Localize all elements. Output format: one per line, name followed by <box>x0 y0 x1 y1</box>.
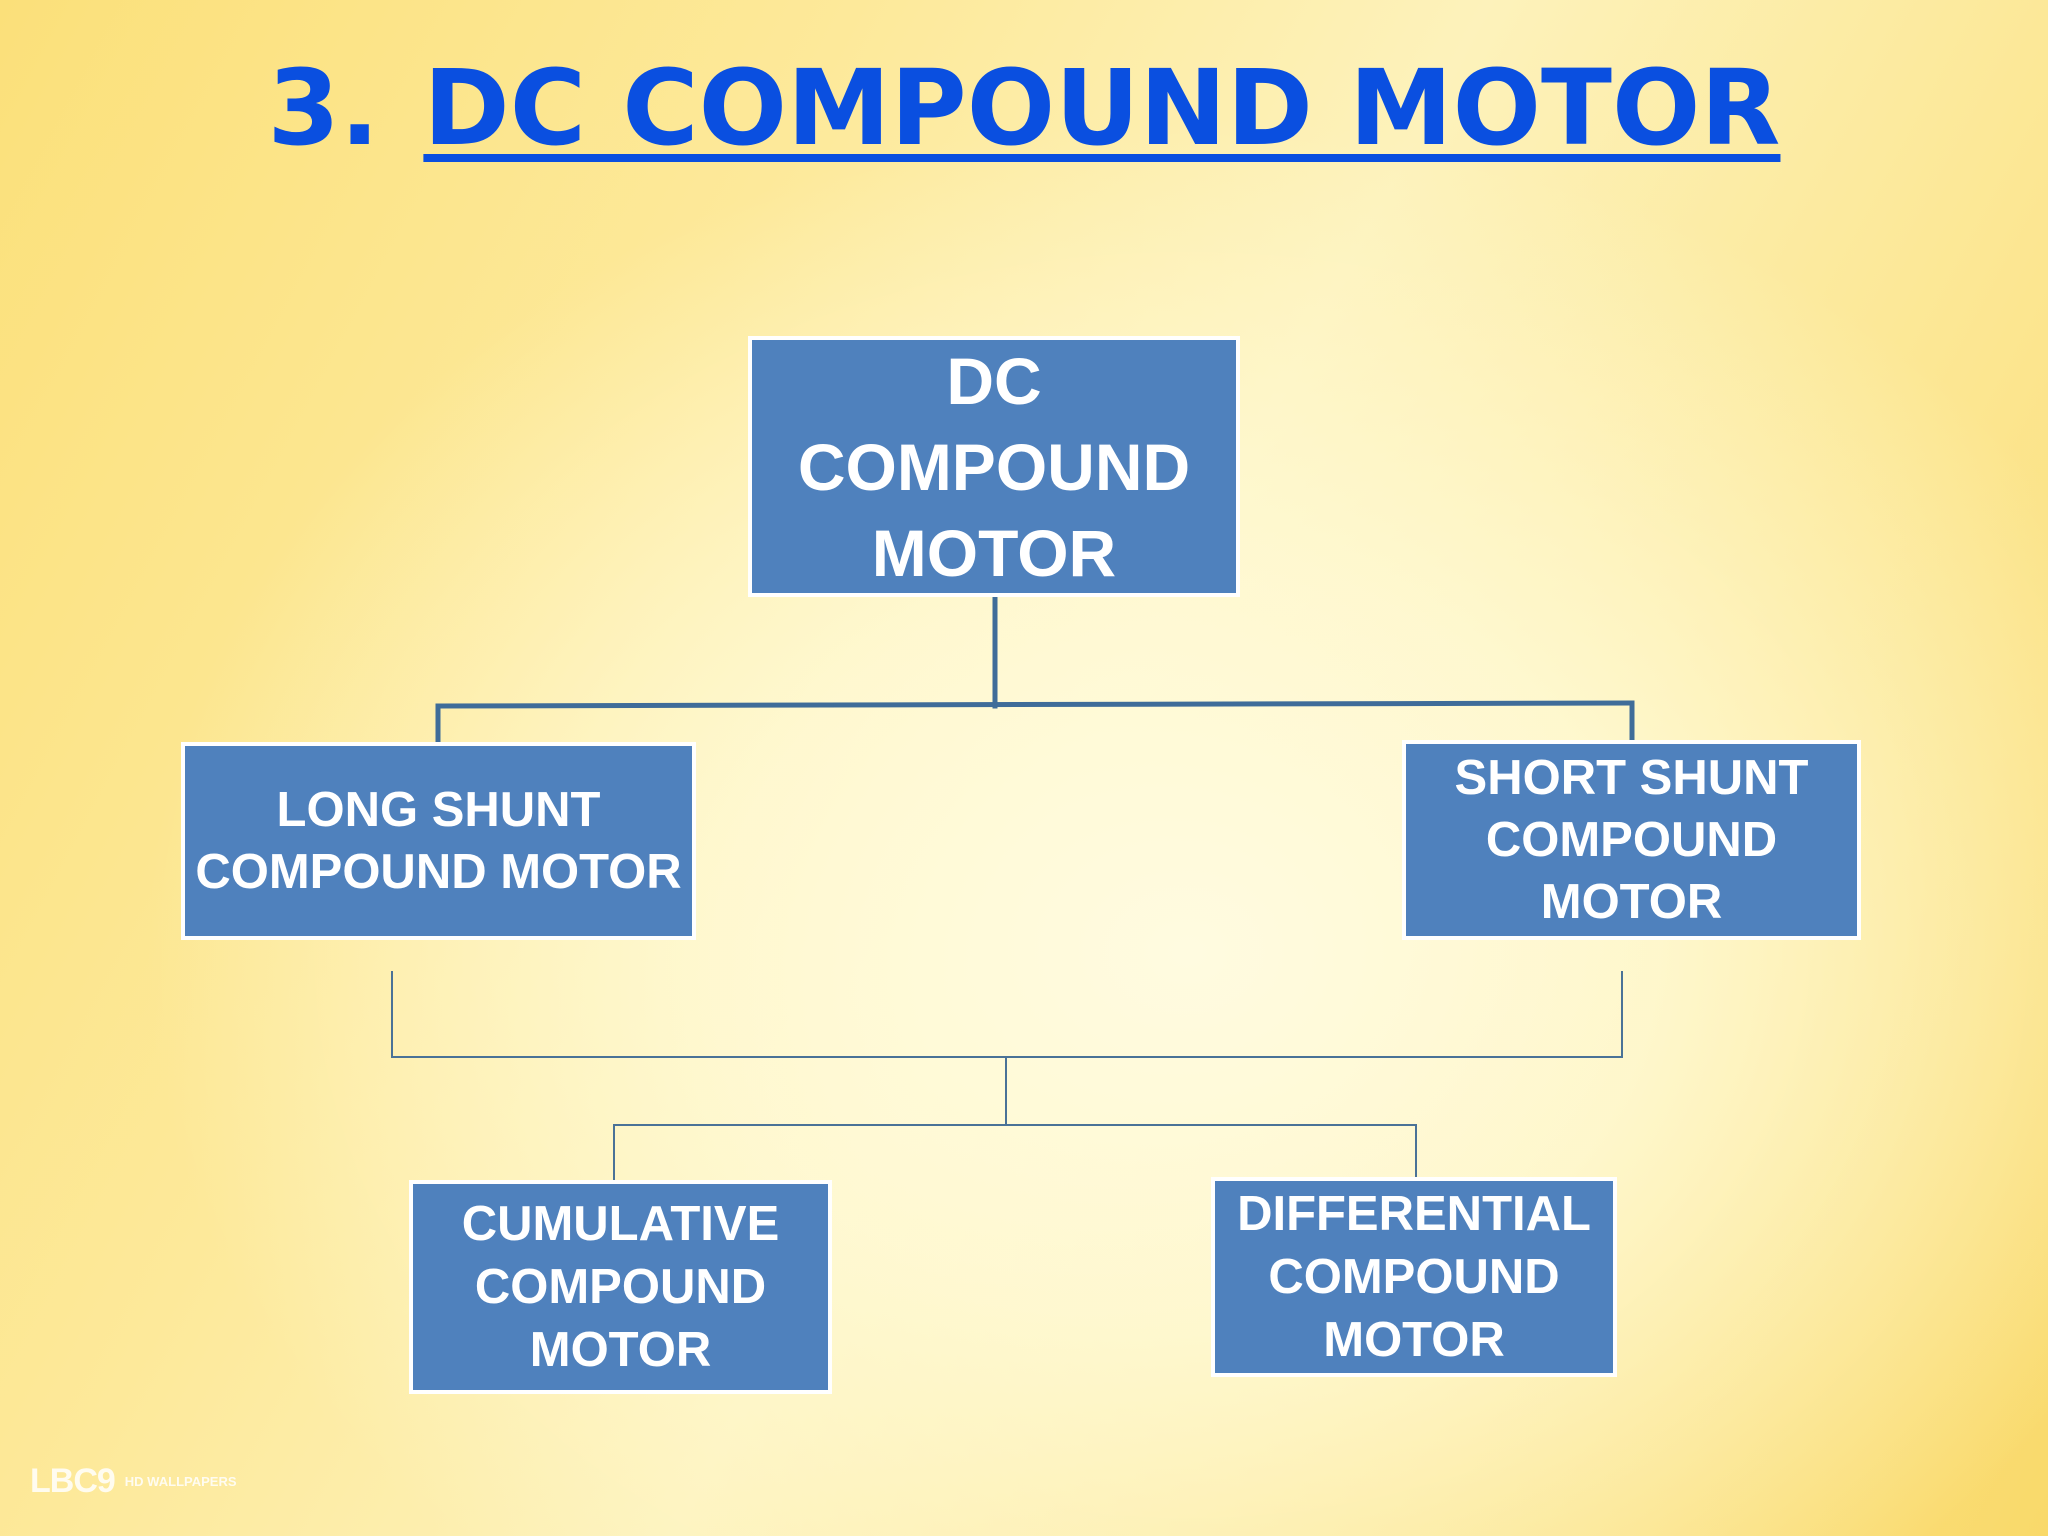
long-shunt-node-label: LONG SHUNT COMPOUND MOTOR <box>195 783 682 899</box>
title-number: 3. <box>267 47 380 169</box>
watermark-caption: HD WALLPAPERS <box>124 1474 237 1489</box>
root-node-box: DC COMPOUND MOTOR <box>748 336 1240 597</box>
level2-bus-line <box>435 700 1635 709</box>
differential-node-label: DIFFERENTIAL COMPOUND MOTOR <box>1237 1186 1591 1367</box>
watermark-logo: LBC9 HD WALLPAPERS <box>30 1462 237 1501</box>
cumulative-node-box: CUMULATIVE COMPOUND MOTOR <box>409 1180 832 1394</box>
watermark-logo-text: LBC9 <box>30 1462 116 1500</box>
differential-node-box: DIFFERENTIAL COMPOUND MOTOR <box>1211 1177 1617 1377</box>
short-shunt-node-label: SHORT SHUNT COMPOUND MOTOR <box>1454 751 1809 929</box>
title-text: DC COMPOUND MOTOR <box>423 47 1781 169</box>
root-node-label: DC COMPOUND MOTOR <box>797 343 1191 590</box>
short-shunt-node-box: SHORT SHUNT COMPOUND MOTOR <box>1402 740 1861 940</box>
cumulative-node-label: CUMULATIVE COMPOUND MOTOR <box>461 1196 780 1377</box>
long-shunt-node-box: LONG SHUNT COMPOUND MOTOR <box>181 742 696 940</box>
slide-title: 3. DC COMPOUND MOTOR <box>0 48 2048 168</box>
